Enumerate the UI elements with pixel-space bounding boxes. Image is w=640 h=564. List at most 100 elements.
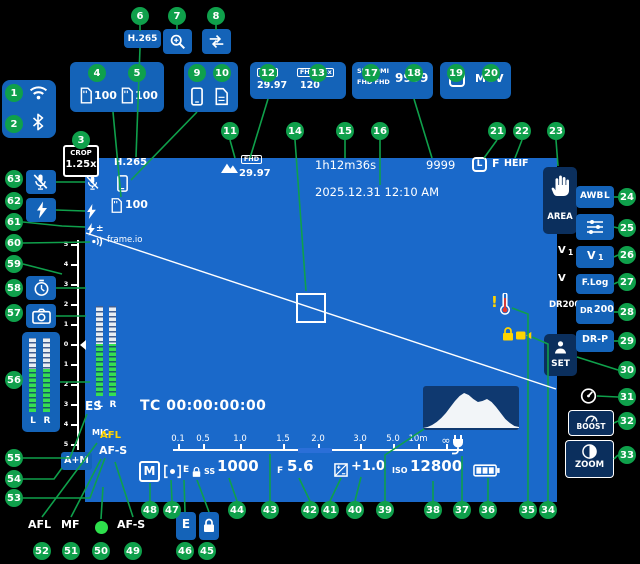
distance-label: 3.0 xyxy=(353,434,367,444)
callout-42: 42 xyxy=(301,501,319,519)
callout-32: 32 xyxy=(618,412,636,430)
viewassist-panel xyxy=(576,246,614,268)
wb-label: AWB xyxy=(580,191,604,201)
callout-5: 5 xyxy=(128,64,146,82)
wifi-icon xyxy=(29,84,48,100)
battery-icon xyxy=(473,464,500,477)
shooting-mode: M xyxy=(139,461,160,482)
callout-31: 31 xyxy=(618,388,636,406)
callout-16: 16 xyxy=(371,122,389,140)
drp-panel xyxy=(576,330,614,352)
af-lock-label: AFL xyxy=(100,430,121,441)
callout-37: 37 xyxy=(453,501,471,519)
meter-bar xyxy=(43,338,50,412)
callout-28: 28 xyxy=(618,303,636,321)
mic-muted-big-icon xyxy=(33,173,48,191)
movie-cam-icon xyxy=(516,330,532,341)
focus-mode-label: AF-S xyxy=(99,444,128,457)
callout-15: 15 xyxy=(336,122,354,140)
ae-lock-icon xyxy=(192,466,201,478)
callout-1: 1 xyxy=(5,84,23,102)
callout-8: 8 xyxy=(207,7,225,25)
dof-segment xyxy=(298,447,332,453)
slot2-frames: 100 xyxy=(135,89,158,102)
histogram xyxy=(423,386,519,430)
boost-panel[interactable] xyxy=(568,410,614,436)
callout-6: 6 xyxy=(131,7,149,25)
callout-33: 33 xyxy=(618,446,636,464)
callout-63: 63 xyxy=(5,170,23,188)
boost-label: BOOST xyxy=(576,422,606,431)
callout-46: 46 xyxy=(176,542,194,560)
callout-12: 12 xyxy=(259,64,277,82)
movie-fps: 29.97 xyxy=(239,168,271,179)
f-label: F xyxy=(277,466,284,476)
control-dial-icon xyxy=(580,388,597,404)
callout-62: 62 xyxy=(5,192,23,210)
view-assist-icon: V xyxy=(558,245,566,256)
distance-label: 2.0 xyxy=(311,434,325,444)
wb-lock: L xyxy=(604,191,610,201)
distance-label: 5.0 xyxy=(386,434,400,444)
callout-39: 39 xyxy=(376,501,394,519)
crop-label: CROP xyxy=(70,149,92,157)
callout-48: 48 xyxy=(141,501,159,519)
dr-panel xyxy=(576,300,614,324)
set-label: SET xyxy=(551,359,570,369)
quality-label: F xyxy=(492,157,500,170)
callout-41: 41 xyxy=(321,501,339,519)
slot2-card-icon xyxy=(120,87,133,104)
callout-58: 58 xyxy=(5,279,23,297)
movie-res-badge: FHD xyxy=(241,155,262,165)
rec-time-remaining: 1h12m36s xyxy=(315,158,377,172)
callout-45: 45 xyxy=(198,542,216,560)
hdmi-line2: FHD FHD xyxy=(357,78,390,86)
view-assist-num: 1 xyxy=(568,248,574,257)
self-timer-icon xyxy=(34,279,49,297)
format-label: HEIF xyxy=(504,158,529,169)
dr-value: 200 xyxy=(594,304,614,315)
mic-label: MIC xyxy=(92,428,109,437)
distance-label: 1.5 xyxy=(276,434,290,444)
callout-40: 40 xyxy=(346,501,364,519)
callout-17: 17 xyxy=(362,64,380,82)
frameio-label: frame.io xyxy=(107,235,143,245)
exposure-scale-digit: 1 xyxy=(63,320,69,328)
callout-25: 25 xyxy=(618,219,636,237)
callout-47: 47 xyxy=(163,501,181,519)
callout-53: 53 xyxy=(5,489,23,507)
slot1-frames: 100 xyxy=(94,89,117,102)
person-icon xyxy=(554,340,567,354)
distance-label: 1.0 xyxy=(233,434,247,444)
meter-channel-label: R xyxy=(109,400,117,410)
viewassist-v: V xyxy=(587,249,596,262)
callout-21: 21 xyxy=(488,122,506,140)
callout-35: 35 xyxy=(519,501,537,519)
eshutter-big: E xyxy=(181,517,191,531)
callout-11: 11 xyxy=(221,122,239,140)
focus-frame xyxy=(296,293,326,323)
focus-indicator-dot xyxy=(95,521,108,534)
aperture: 5.6 xyxy=(287,457,314,475)
afmf-label: A+M xyxy=(64,455,89,466)
meter-channel-label: L xyxy=(97,400,103,410)
crop-value: 1.25x xyxy=(65,159,97,170)
flog-label: F.Log xyxy=(581,278,609,288)
exposure-scale-digit: 1 xyxy=(63,360,69,368)
card-slot-icon xyxy=(110,198,122,213)
movie-mode-icon xyxy=(221,161,238,174)
movie-fps-big: 29.97 xyxy=(257,80,288,91)
callout-59: 59 xyxy=(5,255,23,273)
callout-34: 34 xyxy=(539,501,557,519)
codec-label: H.265 xyxy=(114,157,148,168)
callout-10: 10 xyxy=(213,64,231,82)
focuscheck-panel xyxy=(163,29,192,54)
aelock-big-icon xyxy=(203,518,215,533)
mic-muted-icon xyxy=(86,175,99,191)
distance-label: ∞ xyxy=(441,434,451,447)
dr-label: DR xyxy=(580,306,593,315)
flash-mode-icon xyxy=(87,204,96,219)
callout-20: 20 xyxy=(482,64,500,82)
frames-remaining: 9999 xyxy=(426,158,456,172)
